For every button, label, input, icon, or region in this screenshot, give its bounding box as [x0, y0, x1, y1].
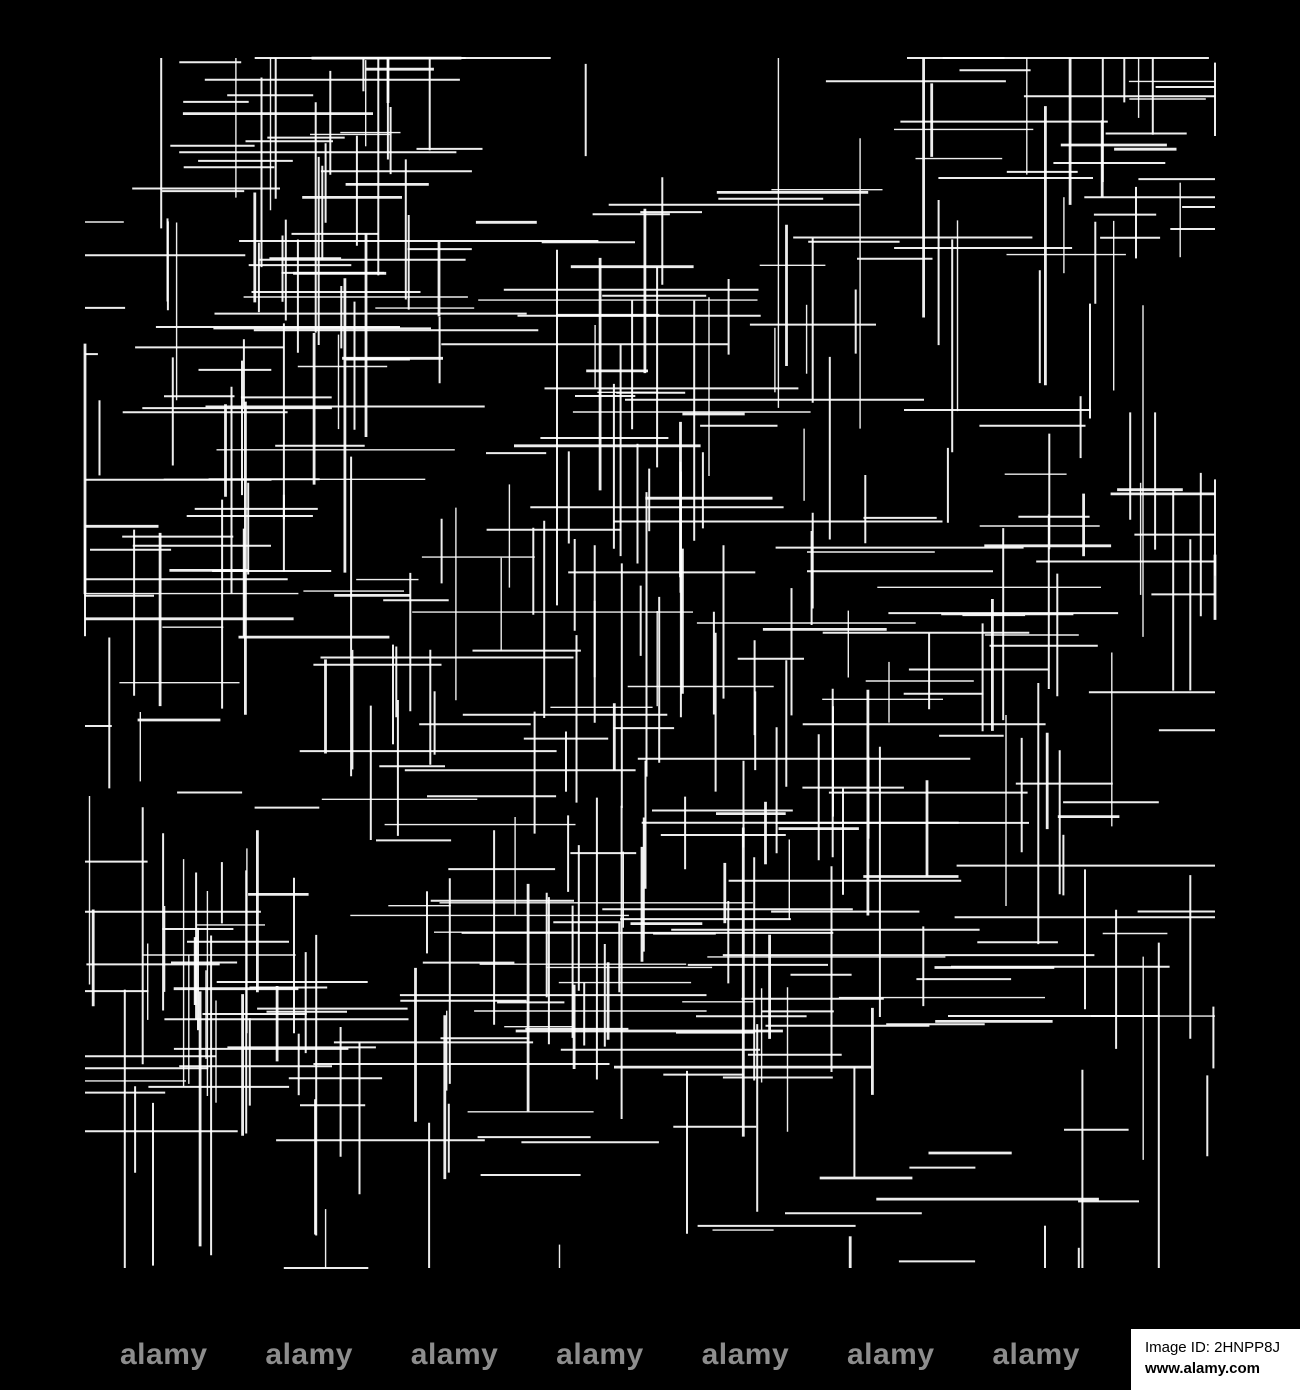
watermark-bar: alamy alamy alamy alamy alamy alamy alamy	[120, 1338, 1080, 1372]
alamy-url-text: www.alamy.com	[1144, 1360, 1260, 1377]
alamy-watermark: alamy	[265, 1338, 353, 1371]
alamy-watermark: alamy	[701, 1338, 790, 1371]
alamy-watermark: alamy	[992, 1338, 1080, 1371]
alamy-watermark: alamy	[846, 1338, 935, 1371]
credit-box: Image ID: 2HNPP8J www.alamy.com	[1130, 1329, 1300, 1390]
alamy-watermark: alamy	[556, 1338, 644, 1371]
alamy-watermark: alamy	[410, 1338, 499, 1371]
image-id-text: Image ID: 2HNPP8J	[1144, 1339, 1280, 1356]
alamy-watermark: alamy	[120, 1338, 208, 1371]
